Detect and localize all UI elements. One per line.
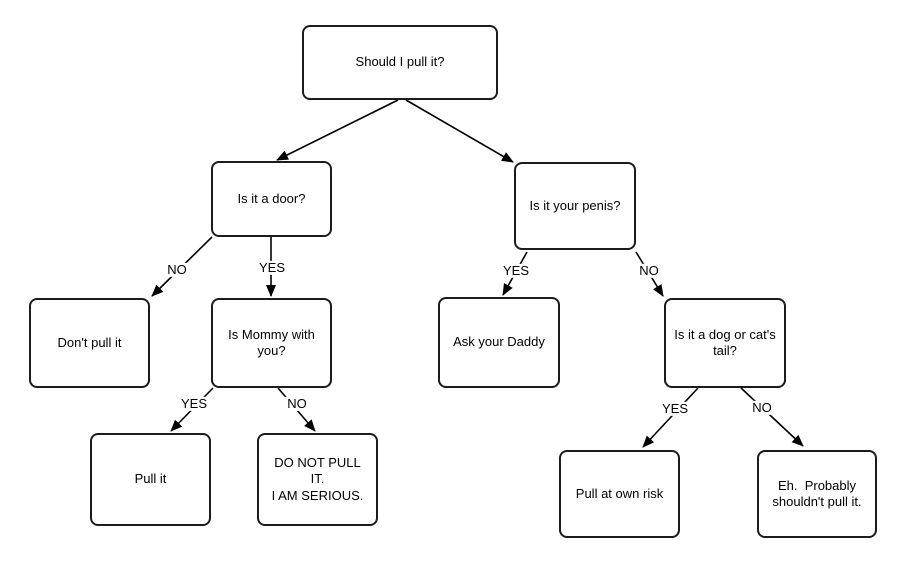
node-pull-at-own-risk: Pull at own risk (559, 450, 680, 538)
node-label: Is it your penis? (529, 197, 621, 213)
node-is-it-a-dog-or-cats-tail: Is it a dog or cat's tail? (664, 298, 786, 388)
node-eh-probably-shouldnt: Eh. Probably shouldn't pull it. (757, 450, 877, 538)
node-is-it-your-penis: Is it your penis? (514, 162, 636, 250)
node-ask-your-daddy: Ask your Daddy (438, 297, 560, 388)
node-is-it-a-door: Is it a door? (211, 161, 332, 237)
node-label: Should I pull it? (355, 54, 445, 70)
node-label: Ask your Daddy (453, 334, 545, 350)
edge-label-door-no: NO (164, 262, 190, 278)
node-do-not-pull-it-serious: DO NOT PULL IT. I AM SERIOUS. (257, 433, 378, 526)
edge-label-dog-no: NO (749, 400, 775, 416)
connector-root-to-door (276, 99, 399, 161)
edge-label-mommy-yes: YES (177, 396, 211, 412)
connector-dog-no (740, 387, 804, 447)
edge-label-mommy-no: NO (284, 396, 310, 412)
connector-dog-yes (642, 387, 699, 448)
edge-label-door-yes: YES (255, 260, 289, 276)
node-label: DO NOT PULL IT. I AM SERIOUS. (271, 455, 364, 503)
edge-label-dog-yes: YES (658, 401, 692, 417)
node-dont-pull-it: Don't pull it (29, 298, 150, 388)
node-label: Eh. Probably shouldn't pull it. (772, 477, 862, 509)
edge-label-penis-no: NO (636, 263, 662, 279)
node-pull-it: Pull it (90, 433, 211, 526)
node-is-mommy-with-you: Is Mommy with you? (211, 298, 332, 388)
node-should-i-pull-it: Should I pull it? (302, 25, 498, 100)
edge-label-penis-yes: YES (499, 263, 533, 279)
connector-root-to-penis (405, 99, 514, 163)
node-label: Is it a dog or cat's tail? (674, 326, 776, 358)
node-label: Is Mommy with you? (228, 326, 315, 358)
node-label: Is it a door? (237, 190, 306, 206)
node-label: Don't pull it (57, 334, 122, 350)
node-label: Pull it (134, 471, 167, 487)
node-label: Pull at own risk (575, 485, 664, 501)
